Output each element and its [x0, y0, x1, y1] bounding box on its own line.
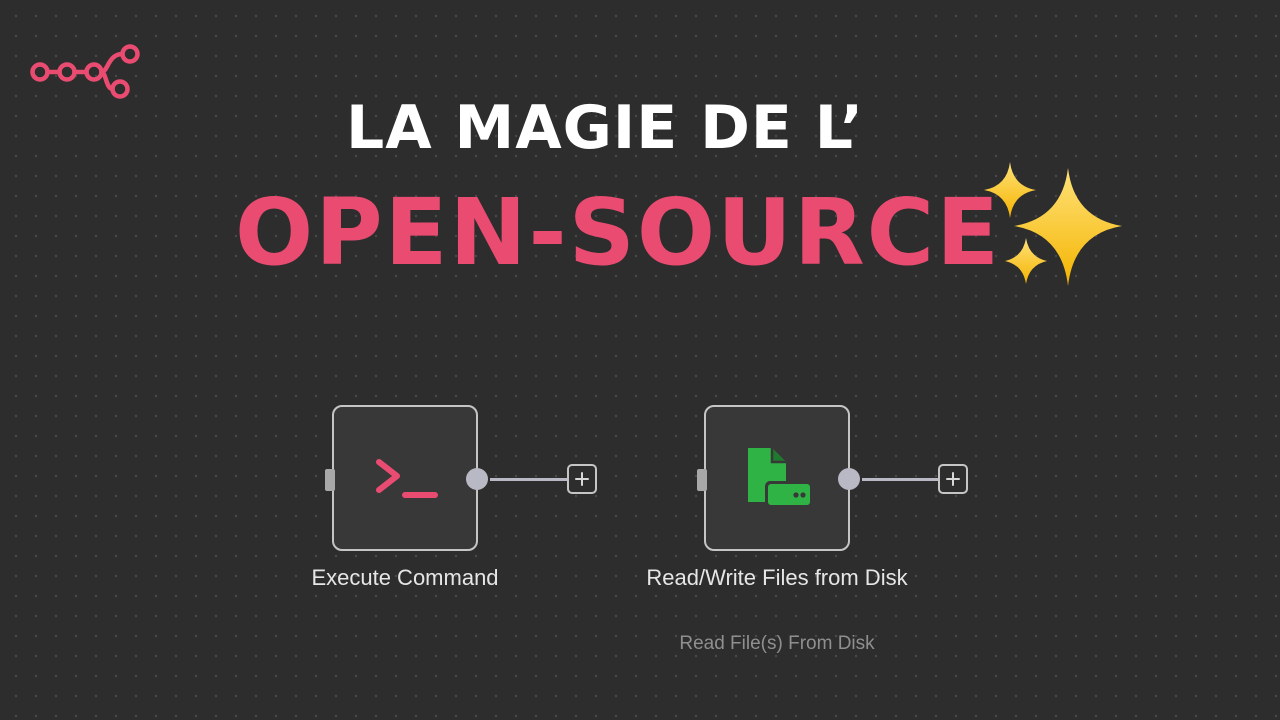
connector-line	[862, 478, 938, 481]
sparkles-icon	[984, 162, 1122, 286]
file-disk-icon	[748, 448, 813, 508]
input-handle[interactable]	[325, 469, 335, 491]
add-node-button[interactable]	[567, 464, 597, 494]
output-handle[interactable]	[466, 468, 488, 490]
output-handle[interactable]	[838, 468, 860, 490]
n8n-logo-icon	[30, 44, 140, 99]
headline-line-1: LA MAGIE DE L’	[345, 93, 865, 163]
node-subtitle: Read File(s) From Disk	[679, 633, 875, 654]
node-label: Read/Write Files from Disk	[646, 565, 908, 590]
node-label: Execute Command	[311, 565, 499, 590]
read-write-files-node[interactable]	[697, 405, 860, 551]
execute-command-node[interactable]	[325, 405, 488, 551]
input-handle[interactable]	[697, 469, 707, 491]
terminal-icon	[376, 459, 438, 498]
headline-line-2: OPEN-SOURCE	[235, 179, 1002, 286]
connector-line	[490, 478, 568, 481]
add-node-button[interactable]	[938, 464, 968, 494]
